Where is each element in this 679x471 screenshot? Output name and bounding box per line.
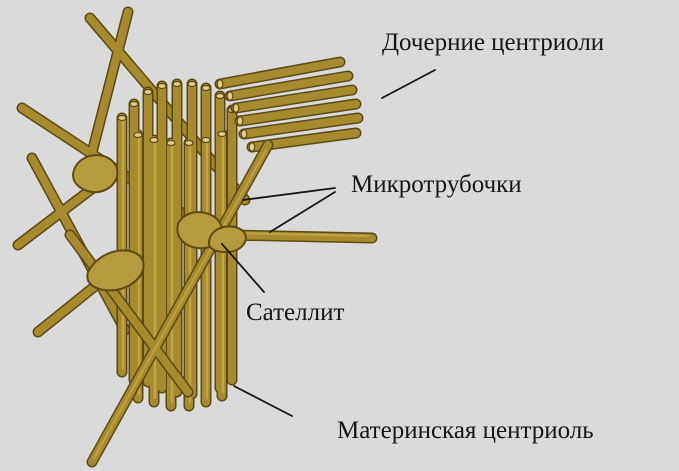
- label-daughter-centrioles: Дочерние центриоли: [382, 29, 605, 56]
- leader-line-daughter: [381, 69, 436, 99]
- satellite-body-1: [72, 154, 119, 194]
- background-microtubules: [12, 6, 251, 338]
- leader-lines: [221, 69, 436, 417]
- leader-line-mother: [233, 385, 293, 417]
- satellite-body-2: [86, 249, 145, 292]
- foreground-microtubules: [64, 139, 378, 468]
- leader-line-satellite: [221, 243, 265, 293]
- daughter-centriole: [214, 56, 364, 153]
- label-satellite: Сателлит: [246, 299, 345, 326]
- label-mother-centriole: Материнская центриоль: [337, 417, 594, 444]
- leader-line-microtubules-2: [269, 191, 336, 233]
- leader-line-microtubules-1: [242, 187, 336, 201]
- satellite-body-4: [208, 225, 247, 254]
- label-microtubules: Микротрубочки: [351, 171, 522, 198]
- satellites: [72, 154, 247, 292]
